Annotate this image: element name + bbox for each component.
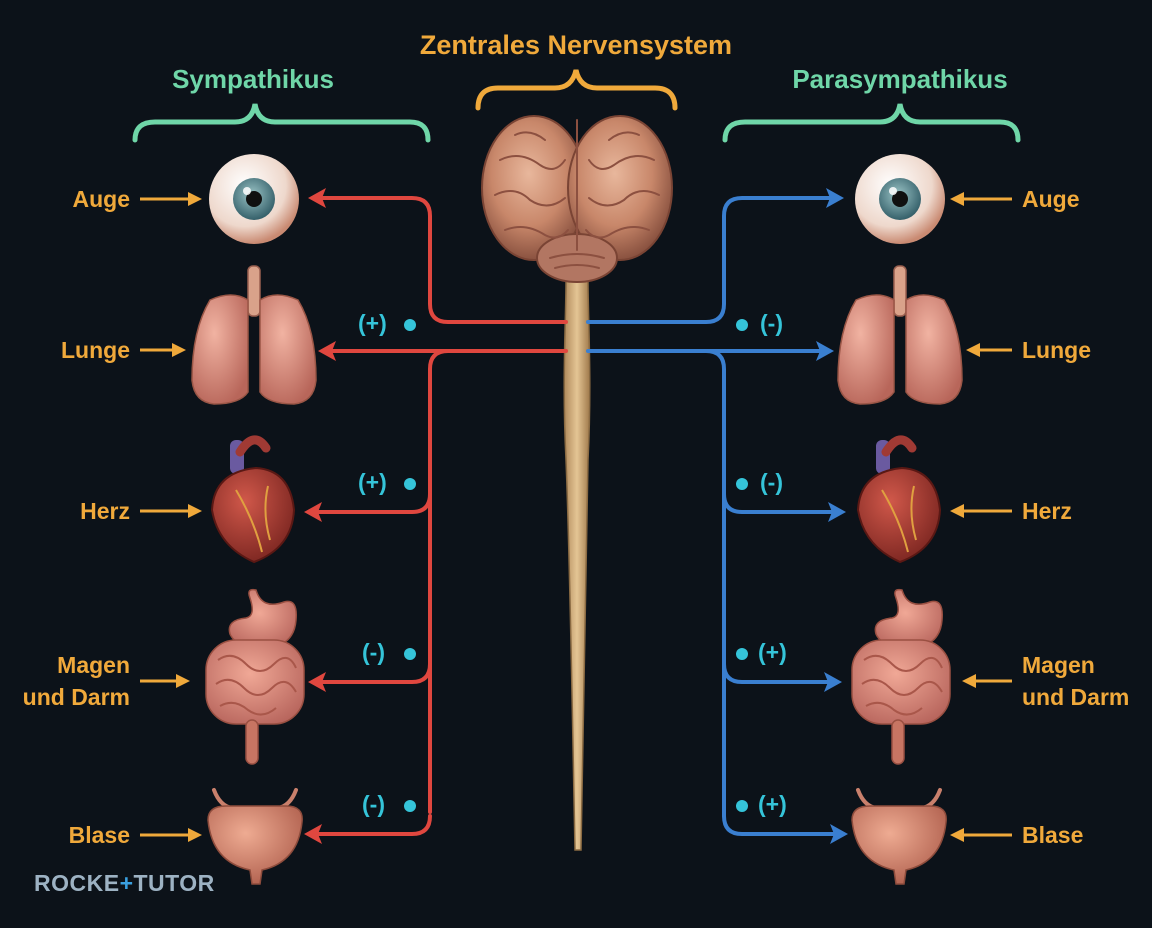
arrowhead-symp-lung: [318, 341, 336, 361]
label-left-magen: Magen: [57, 652, 130, 678]
stomach-intestines-illustration-left: [205, 588, 305, 765]
title-zentrales-nervensystem: Zentrales Nervensystem: [419, 30, 733, 60]
arrowhead-symp-eye: [308, 188, 326, 208]
arrowhead-symp-heart: [304, 502, 322, 522]
sympathetic-pathways: [316, 196, 568, 836]
para-trunk: [704, 349, 726, 818]
dot-para-heart: [736, 478, 748, 490]
label-pointers: [140, 192, 1012, 842]
dot-para-bladder: [736, 800, 748, 812]
para-line-bladder: [722, 814, 836, 836]
label-left-auge: Auge: [72, 186, 131, 212]
pointer-left-eye: [140, 192, 202, 206]
pointer-right-heart: [950, 504, 1012, 518]
dot-para-lung: [736, 319, 748, 331]
bladder-illustration-left: [207, 788, 303, 885]
title-parasympathikus: Parasympathikus: [792, 64, 1008, 94]
dot-symp-gut: [404, 648, 416, 660]
logo-text-part2: TUTOR: [133, 870, 215, 896]
pointer-left-bladder: [140, 828, 202, 842]
effect-symp-blase: (-): [362, 791, 385, 817]
dot-symp-bladder: [404, 800, 416, 812]
arrowhead-para-lung: [816, 341, 834, 361]
label-left-lunge: Lunge: [61, 337, 130, 363]
label-right-lunge: Lunge: [1022, 337, 1091, 363]
symp-line-heart: [316, 492, 432, 514]
pointer-right-gut: [962, 674, 1012, 688]
parasympathetic-arrowheads: [816, 188, 848, 844]
effect-symp-lunge: (+): [358, 310, 387, 336]
effect-symp-magen-darm: (-): [362, 639, 385, 665]
para-line-heart: [722, 492, 834, 514]
arrowhead-para-gut: [824, 672, 842, 692]
dot-symp-heart: [404, 478, 416, 490]
pointer-left-heart: [140, 504, 202, 518]
lungs-illustration-left: [191, 265, 317, 405]
sympathetic-arrowheads: [304, 188, 336, 844]
label-right-blase: Blase: [1022, 822, 1084, 848]
arrowhead-para-bladder: [830, 824, 848, 844]
brace-zns: [475, 69, 678, 111]
symp-line-bladder: [316, 814, 432, 836]
spinal-cord: [563, 279, 591, 851]
symp-trunk: [428, 349, 450, 814]
label-right-und-darm: und Darm: [1022, 684, 1130, 710]
parasympathetic-pathways: [586, 196, 836, 836]
eye-illustration-left: [209, 154, 299, 244]
dot-para-gut: [736, 648, 748, 660]
arrowhead-symp-gut: [308, 672, 326, 692]
label-right-herz: Herz: [1022, 498, 1072, 524]
label-left-herz: Herz: [80, 498, 130, 524]
arrowhead-para-eye: [826, 188, 844, 208]
para-line-gut: [722, 662, 830, 684]
symp-line-gut: [320, 662, 432, 684]
bladder-illustration-right: [851, 788, 947, 885]
brain-illustration: [481, 115, 673, 283]
brand-logo: ROCKE+TUTOR: [34, 870, 215, 897]
label-left-blase: Blase: [68, 822, 130, 848]
label-right-magen: Magen: [1022, 652, 1095, 678]
label-left-und-darm: und Darm: [22, 684, 130, 710]
pointer-right-bladder: [950, 828, 1012, 842]
stomach-intestines-illustration-right: [851, 588, 951, 765]
effect-dots: [404, 319, 748, 812]
heart-illustration-right: [856, 435, 942, 564]
pointer-left-lung: [140, 343, 186, 357]
logo-plus-icon: +: [119, 870, 134, 896]
pointer-left-gut: [140, 674, 190, 688]
arrowhead-para-heart: [828, 502, 846, 522]
dot-symp-lung: [404, 319, 416, 331]
effect-para-blase: (+): [758, 791, 787, 817]
eye-illustration-right: [855, 154, 945, 244]
para-line-eye: [586, 196, 832, 324]
lungs-illustration-right: [837, 265, 963, 405]
pointer-right-eye: [950, 192, 1012, 206]
effect-para-magen-darm: (+): [758, 639, 787, 665]
label-right-auge: Auge: [1022, 186, 1080, 212]
pointer-right-lung: [966, 343, 1012, 357]
brace-sympathikus: [132, 103, 431, 143]
effect-para-herz: (-): [760, 469, 783, 495]
brace-parasympathikus: [722, 103, 1021, 143]
arrowhead-symp-bladder: [304, 824, 322, 844]
effect-para-lunge: (-): [760, 310, 783, 336]
title-sympathikus: Sympathikus: [172, 64, 334, 94]
effect-symp-herz: (+): [358, 469, 387, 495]
symp-line-eye: [320, 196, 568, 324]
heart-illustration-left: [210, 435, 296, 564]
logo-text-part1: ROCKE: [34, 870, 120, 896]
